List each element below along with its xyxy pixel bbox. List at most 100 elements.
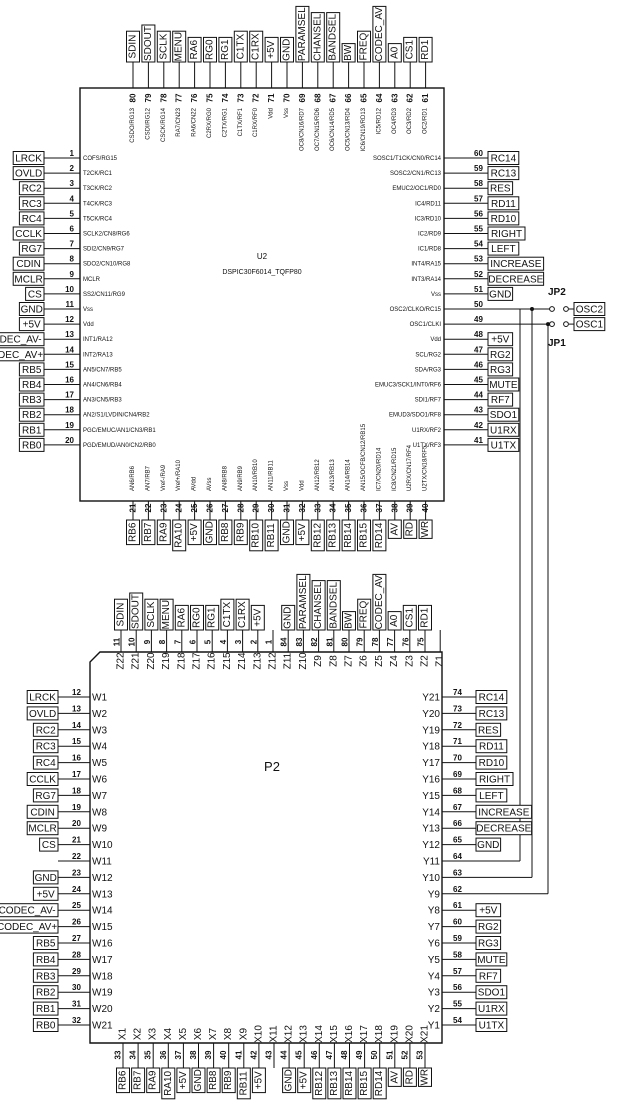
net-tag-p2-7-ra6	[174, 604, 189, 631]
u2-pin-2-number: 2	[70, 164, 75, 173]
net-label-u2-11-gnd: GND	[21, 305, 43, 316]
u2-pin-73-number: 73	[236, 93, 245, 102]
p2-pin-9-name: Z20	[146, 652, 157, 670]
p2-pin-41-number: 41	[234, 1050, 243, 1059]
u2-pin-12-name: Vdd	[83, 322, 94, 328]
net-tag-u2-54-left	[487, 241, 520, 256]
net-label-p2-74-rc14: RC14	[479, 693, 505, 704]
u2-pin-16-number: 16	[65, 376, 74, 385]
u2-pin-9-number: 9	[70, 270, 75, 279]
u2-pin-52-name: INT3/RA14	[411, 277, 441, 283]
net-label-p2-39-rb8: RB8	[208, 1070, 219, 1090]
u2-pin-5-name: T5CK/RC4	[83, 216, 113, 222]
p2-pin-83-number: 83	[295, 637, 304, 646]
net-tag-u2-24-ra10	[172, 519, 187, 552]
net-label-p2-3-c1rx: C1RX	[237, 601, 248, 628]
net-label-p2-24-5v: +5V	[37, 889, 55, 900]
p2-pin-80-name: Z7	[344, 655, 355, 667]
net-label-p2-68-left: LEFT	[479, 791, 503, 802]
u2-pin-71-number: 71	[267, 93, 276, 102]
net-label-p2-23-gnd: GND	[35, 873, 57, 884]
p2-pin-24-name: W13	[92, 889, 113, 900]
net-tag-p2-40-rb9	[221, 1067, 236, 1094]
p2-pin-36-number: 36	[159, 1050, 168, 1059]
p2-pin-37-number: 37	[174, 1050, 183, 1059]
u2-pin-22-number: 22	[144, 503, 153, 512]
p2-pin-47-number: 47	[325, 1050, 334, 1059]
net-label-u2-47-rg2: RG2	[490, 350, 511, 361]
net-label-jp2-osc2: OSC2	[576, 305, 604, 316]
p2-pin-56-number: 56	[453, 983, 462, 992]
net-tag-p2-39-rb8	[206, 1067, 221, 1094]
net-tag-u2-43-sdo1	[487, 407, 520, 422]
u2-refdes: U2	[257, 252, 268, 261]
net-tag-p2-12-lrck	[26, 690, 59, 704]
net-tag-u2-18-rb2	[18, 407, 45, 422]
net-label-p2-14-rc2: RC2	[36, 725, 56, 736]
u2-pin-13-number: 13	[65, 330, 74, 339]
p2-pin-2-number: 2	[249, 639, 258, 644]
net-label-u2-54-left: LEFT	[491, 244, 515, 255]
net-label-p2-80-bw: BW	[344, 612, 355, 629]
p2-pin-6-number: 6	[189, 639, 198, 644]
net-tag-u2-74-rg1	[218, 36, 233, 63]
p2-pin-23-number: 23	[72, 868, 81, 877]
p2-pin-33-name: X1	[118, 1027, 129, 1040]
net-label-p2-32-rb0: RB0	[36, 1021, 56, 1032]
net-tag-u2-57-rd11	[487, 196, 520, 211]
p2-pin-39-name: X7	[208, 1027, 219, 1040]
p2-pin-48-number: 48	[340, 1050, 349, 1059]
p2-pin-22-name: W11	[92, 857, 112, 868]
net-label-p2-83-paramsel: PARAMSEL	[298, 575, 309, 629]
p2-pin-37-name: X5	[178, 1027, 189, 1040]
net-tag-p2-41-rb11	[236, 1067, 251, 1100]
p2-pin-16-name: W5	[92, 758, 107, 769]
net-label-u2-45-mute: MUTE	[489, 380, 518, 391]
net-tag-u2-10-cs	[25, 286, 45, 301]
net-tag-u2-44-rf7	[487, 392, 514, 407]
p2-pin-73-name: Y20	[422, 709, 440, 720]
u2-pin-77-number: 77	[175, 93, 184, 102]
u2-pin-57-name: IC4/RD11	[415, 201, 442, 207]
u2-pin-14-number: 14	[65, 345, 74, 354]
p2-pin-9-number: 9	[143, 639, 152, 644]
net-tag-u2-26-gnd	[203, 519, 217, 546]
u2-pin-70-number: 70	[283, 93, 292, 102]
net-label-p2-31-rb1: RB1	[36, 1004, 56, 1015]
net-tag-p2-27-rb5	[32, 936, 59, 950]
p2-pin-39-number: 39	[204, 1050, 213, 1059]
p2-pin-22-number: 22	[72, 852, 81, 861]
net-label-u2-44-rf7: RF7	[491, 395, 510, 406]
p2-pin-53-name: X21	[420, 1025, 431, 1043]
net-label-u2-62-cs1: CS1	[405, 40, 416, 60]
net-tag-u2-75-rg0	[203, 36, 217, 63]
net-label-u2-28-rb9: RB9	[235, 522, 246, 542]
net-tag-p2-49-rb15	[357, 1067, 372, 1100]
net-label-p2-81-bandsel: BANDSEL	[328, 582, 339, 629]
net-tag-u2-23-ra9	[156, 519, 171, 546]
p2-pin-29-name: W18	[92, 971, 113, 982]
p2-pin-69-number: 69	[453, 770, 462, 779]
p2-pin-30-number: 30	[72, 983, 81, 992]
p2-pin-65-number: 65	[453, 836, 462, 845]
net-label-u2-5-rc4: RC4	[22, 214, 42, 225]
net-tag-p2-59-rg3	[475, 936, 502, 950]
p2-pin-77-number: 77	[386, 637, 395, 646]
net-label-p2-36-ra10: RA10	[163, 1070, 174, 1095]
net-tag-u2-55-right	[487, 226, 526, 241]
u2-pin-44-number: 44	[474, 391, 483, 400]
net-tag-u2-62-cs1	[403, 36, 418, 63]
net-label-p2-2-5v: +5V	[252, 608, 263, 626]
net-label-p2-42-5v: +5V	[253, 1071, 264, 1089]
net-label-p2-75-rd1: RD1	[420, 607, 431, 627]
net-tag-u2-56-rd10	[487, 211, 520, 226]
p2-pin-74-number: 74	[453, 688, 462, 697]
net-label-u2-30-rb11: RB11	[266, 523, 277, 548]
net-tag-p2-20-mclr	[26, 821, 59, 836]
u2-pin-10-name: SS2/CN11/RG9	[83, 292, 126, 298]
p2-pin-58-name: Y5	[428, 955, 441, 966]
p2-pin-10-name: Z21	[131, 652, 142, 670]
p2-pin-11-number: 11	[113, 637, 122, 646]
p2-pin-4-name: Z15	[222, 652, 233, 670]
u2-pin-41-number: 41	[474, 436, 483, 445]
